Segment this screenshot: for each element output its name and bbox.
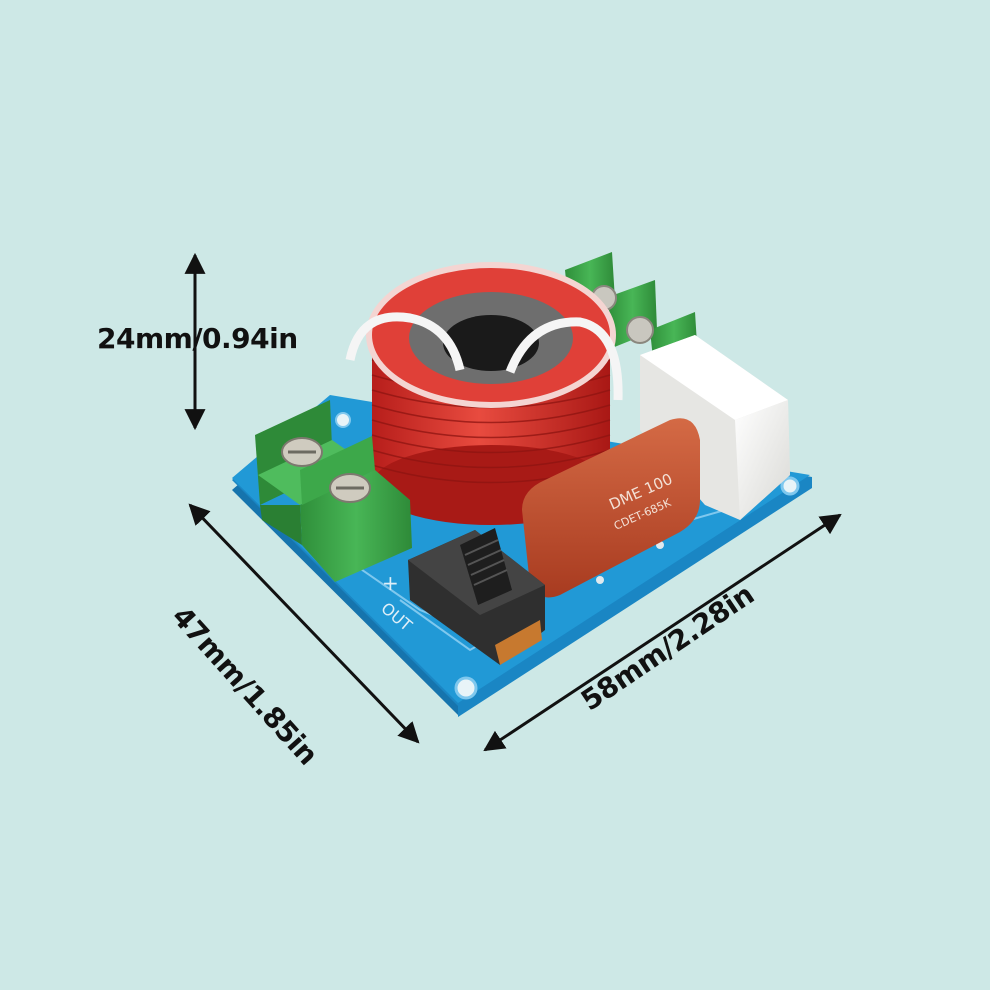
plus-label: +	[382, 571, 399, 595]
mount-hole	[335, 412, 351, 428]
inductor-coil	[345, 262, 623, 525]
mount-hole	[780, 476, 800, 496]
width-arrow	[483, 513, 842, 752]
film-capacitor: DME 100 CDET-685K	[522, 418, 700, 598]
resistor-block	[640, 335, 790, 520]
terminal-block-front	[255, 400, 412, 582]
mount-hole	[454, 676, 478, 700]
height-dimension-label: 24mm/0.94in	[97, 322, 298, 355]
slide-switch	[408, 528, 545, 665]
depth-arrow	[188, 503, 420, 744]
